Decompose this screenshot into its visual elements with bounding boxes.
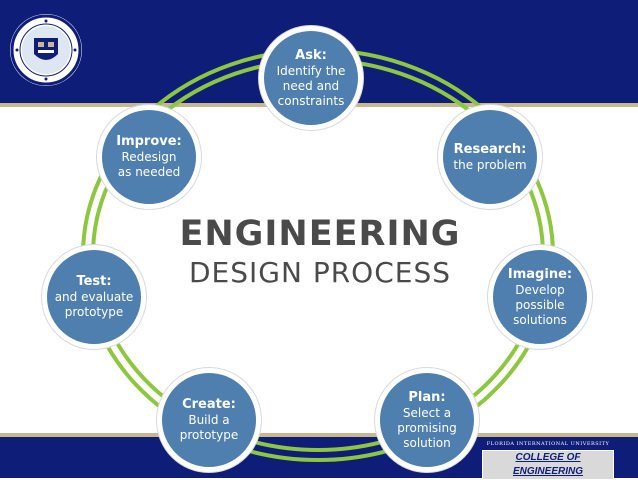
bottom-stripe (0, 433, 638, 437)
college-badge: FLORIDA INTERNATIONAL UNIVERSITY COLLEGE… (482, 440, 614, 480)
step-title: Test: (76, 274, 112, 289)
step-desc: constraints (277, 93, 345, 108)
step-title: Research: (453, 141, 527, 157)
step-desc: Select a (402, 405, 452, 420)
step-desc: possible (515, 297, 565, 312)
step-improve: Improve: Redesign as needed (97, 105, 201, 209)
step-desc: promising (397, 420, 457, 435)
diagram-title-line1: ENGINEERING (179, 214, 461, 254)
step-title: Ask: (295, 47, 327, 63)
university-name: FLORIDA INTERNATIONAL UNIVERSITY (486, 441, 610, 447)
step-desc: solution (403, 435, 451, 450)
university-seal-icon (10, 14, 82, 86)
step-desc: the problem (453, 157, 527, 172)
step-desc: Build a (188, 413, 230, 427)
step-title: Imagine: (507, 266, 573, 282)
step-desc: solutions (513, 312, 567, 327)
step-desc: Develop (515, 282, 565, 297)
step-desc: as needed (117, 165, 181, 179)
step-desc: prototype (179, 428, 239, 442)
step-plan: Plan: Select a promising solution (375, 368, 479, 472)
step-ask: Ask: Identify the need and constraints (259, 26, 363, 130)
step-desc: Redesign (121, 150, 177, 164)
step-create: Create: Build a prototype (157, 368, 261, 472)
step-desc: and evaluate (54, 290, 134, 304)
step-desc: Identify the (276, 63, 346, 78)
step-imagine: Imagine: Develop possible solutions (488, 245, 592, 349)
step-research: Research: the problem (438, 105, 542, 209)
step-title: Create: (182, 397, 236, 412)
step-title: Plan: (408, 389, 446, 405)
step-title: Improve: (116, 134, 182, 149)
step-desc: prototype (64, 305, 124, 319)
diagram-title-line2: DESIGN PROCESS (189, 256, 451, 289)
college-name: COLLEGE OF ENGINEERING (482, 450, 614, 480)
step-desc: need and (282, 78, 340, 93)
step-test: Test: and evaluate prototype (42, 245, 146, 349)
